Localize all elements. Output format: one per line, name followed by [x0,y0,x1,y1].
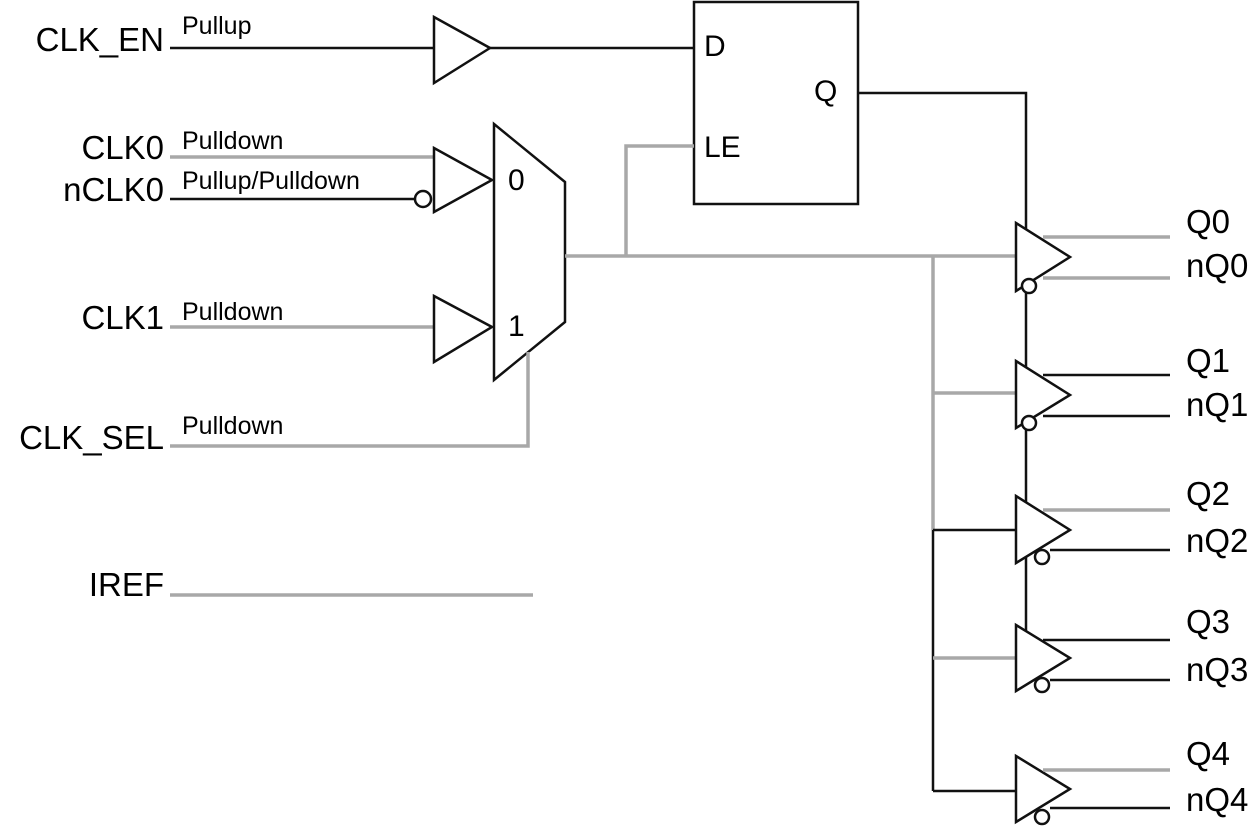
nq0-inversion-bubble [1020,277,1038,295]
nq1-label: nQ1 [1186,386,1248,423]
clk0-diff-buffer [432,145,495,215]
nq1-inversion-bubble [1020,414,1038,432]
clk-sel-label: CLK_SEL [19,419,164,456]
nq2-inversion-bubble [1033,548,1051,566]
clk1-buffer [432,293,495,365]
clk-en-buffer [432,14,493,86]
latch-q-label: Q [814,75,837,108]
nclk0-inversion-bubble [413,189,433,209]
nq4-label: nQ4 [1186,781,1248,818]
nq4-inversion-bubble [1033,808,1051,826]
clk-sel-bias-label: Pulldown [182,412,283,440]
q0-label: Q0 [1186,203,1230,240]
nq3-label: nQ3 [1186,651,1248,688]
latch-block [692,0,860,206]
iref-label: IREF [89,566,164,603]
q1-label: Q1 [1186,342,1230,379]
clk0-label: CLK0 [81,129,164,166]
nq3-inversion-bubble [1033,676,1051,694]
output-buffer-0 [1014,220,1170,295]
mux-input-0-label: 0 [508,164,525,197]
nq0-label: nQ0 [1186,247,1248,284]
nclk0-label: nCLK0 [63,171,164,208]
mux-to-latch-le-wire [624,144,694,256]
latch-d-label: D [704,30,726,63]
latch-le-label: LE [704,131,741,164]
output-buffer-1 [1014,358,1170,432]
output-buffer-3 [1014,622,1170,694]
clk1-bias-label: Pulldown [182,298,283,326]
clk0-bias-label: Pulldown [182,127,283,155]
output-buffer-2 [1014,493,1170,566]
mux [492,121,567,383]
mux-input-1-label: 1 [508,310,525,343]
q2-label: Q2 [1186,475,1230,512]
output-buffer-4 [1014,753,1170,826]
q4-label: Q4 [1186,735,1230,772]
latch-q-enable-bus [858,91,1028,642]
q3-label: Q3 [1186,603,1230,640]
clk1-label: CLK1 [81,299,164,336]
clk-en-label: CLK_EN [36,21,164,58]
nclk0-bias-label: Pullup/Pulldown [182,167,360,195]
clk-en-bias-label: Pullup [182,12,252,40]
nq2-label: nQ2 [1186,522,1248,559]
clk-sel-wire [170,352,530,448]
